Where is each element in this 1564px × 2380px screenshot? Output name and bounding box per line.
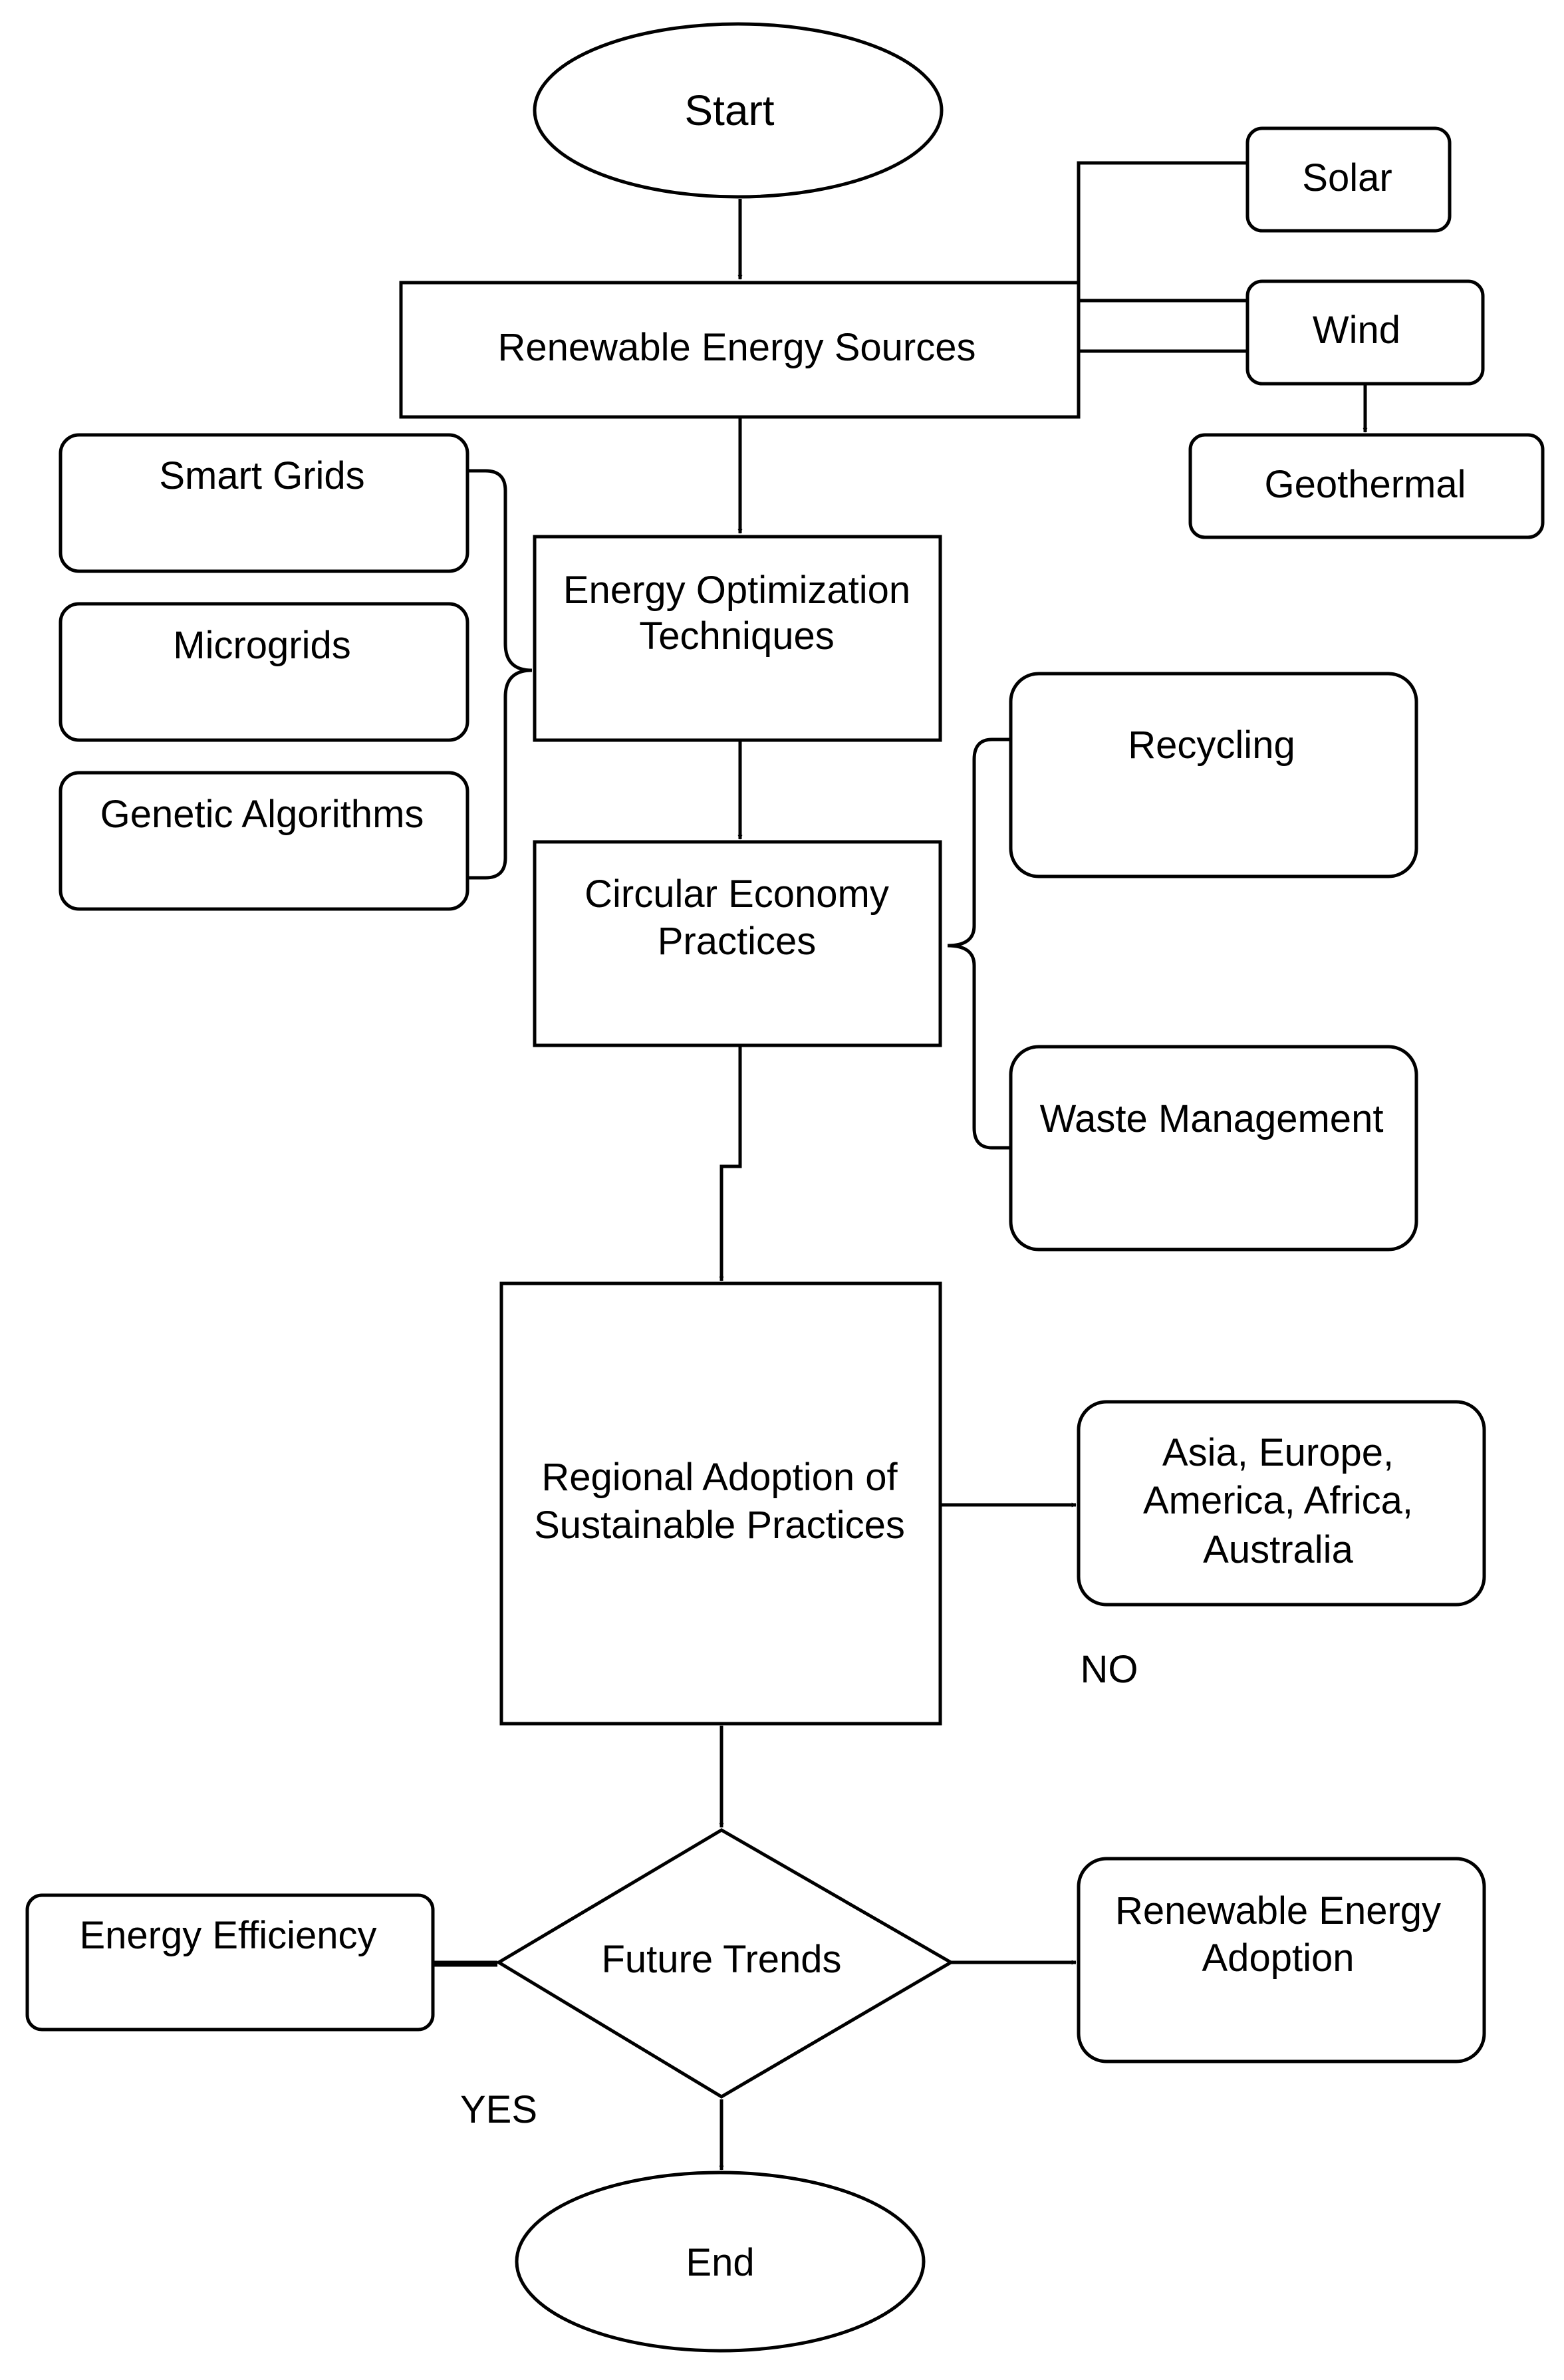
regions-label-line1: Asia, Europe, — [1162, 1431, 1394, 1474]
genetic-algorithms-box — [59, 771, 469, 911]
energy-efficiency-label: Energy Efficiency — [79, 1914, 376, 1957]
solar-label: Solar — [1302, 156, 1392, 199]
wind-label: Wind — [1313, 309, 1400, 352]
geothermal-box — [1188, 433, 1545, 539]
regions-label-line3: Australia — [1203, 1528, 1353, 1571]
regional-adoption-label-line2: Sustainable Practices — [534, 1504, 905, 1547]
circular-economy-label-line2: Practices — [658, 920, 817, 963]
microgrids-label: Microgrids — [173, 624, 351, 667]
connectors — [434, 161, 1368, 2171]
smart-grids-box — [59, 433, 469, 573]
regions-label-line2: America, Africa, — [1143, 1479, 1413, 1522]
waste-management-label: Waste Management — [1040, 1097, 1384, 1140]
end-label: End — [686, 2241, 754, 2284]
smart-grids-label: Smart Grids — [159, 454, 364, 497]
energy-optimization-label-line1: Energy Optimization — [563, 569, 910, 612]
end-node — [515, 2171, 926, 2353]
genetic-algorithms-label: Genetic Algorithms — [100, 793, 424, 836]
regional-adoption-label-line1: Regional Adoption of — [541, 1456, 898, 1499]
geothermal-label: Geothermal — [1264, 463, 1466, 506]
recycling-label: Recycling — [1128, 724, 1295, 767]
yes-label: YES — [460, 2088, 537, 2131]
regions-box — [1077, 1400, 1486, 1607]
energy-optimization-box — [533, 535, 942, 742]
renewable-energy-sources-box — [399, 281, 1081, 419]
shapes — [25, 22, 1545, 2353]
wind-box — [1245, 279, 1485, 386]
arrow-cep-to-rasp — [719, 1047, 742, 1281]
circular-economy-box — [533, 840, 942, 1047]
labels: Start Renewable Energy Sources Solar Win… — [79, 86, 1466, 2284]
start-label: Start — [684, 86, 774, 134]
renewable-energy-sources-label: Renewable Energy Sources — [498, 326, 976, 369]
recycling-box — [1009, 672, 1418, 878]
energy-efficiency-box — [25, 1893, 435, 2032]
renewable-energy-adoption-label-line1: Renewable Energy — [1115, 1889, 1441, 1932]
waste-management-box — [1009, 1045, 1418, 1252]
circular-economy-label-line1: Circular Economy — [585, 872, 889, 916]
renewable-energy-adoption-label-line2: Adoption — [1202, 1936, 1355, 1980]
renewable-energy-adoption-box — [1077, 1857, 1486, 2063]
brace-circular-group — [947, 737, 1011, 1150]
future-trends-label: Future Trends — [601, 1938, 841, 1981]
microgrids-box — [59, 602, 469, 742]
no-label: NO — [1081, 1648, 1138, 1691]
future-trends-decision — [495, 1828, 954, 2099]
energy-optimization-label-line2: Techniques — [639, 614, 834, 658]
brace-optimization-group — [467, 469, 533, 880]
regional-adoption-box — [499, 1281, 942, 1726]
start-node — [533, 22, 944, 199]
line-res-to-solar — [1077, 161, 1247, 283]
solar-box — [1245, 126, 1452, 233]
